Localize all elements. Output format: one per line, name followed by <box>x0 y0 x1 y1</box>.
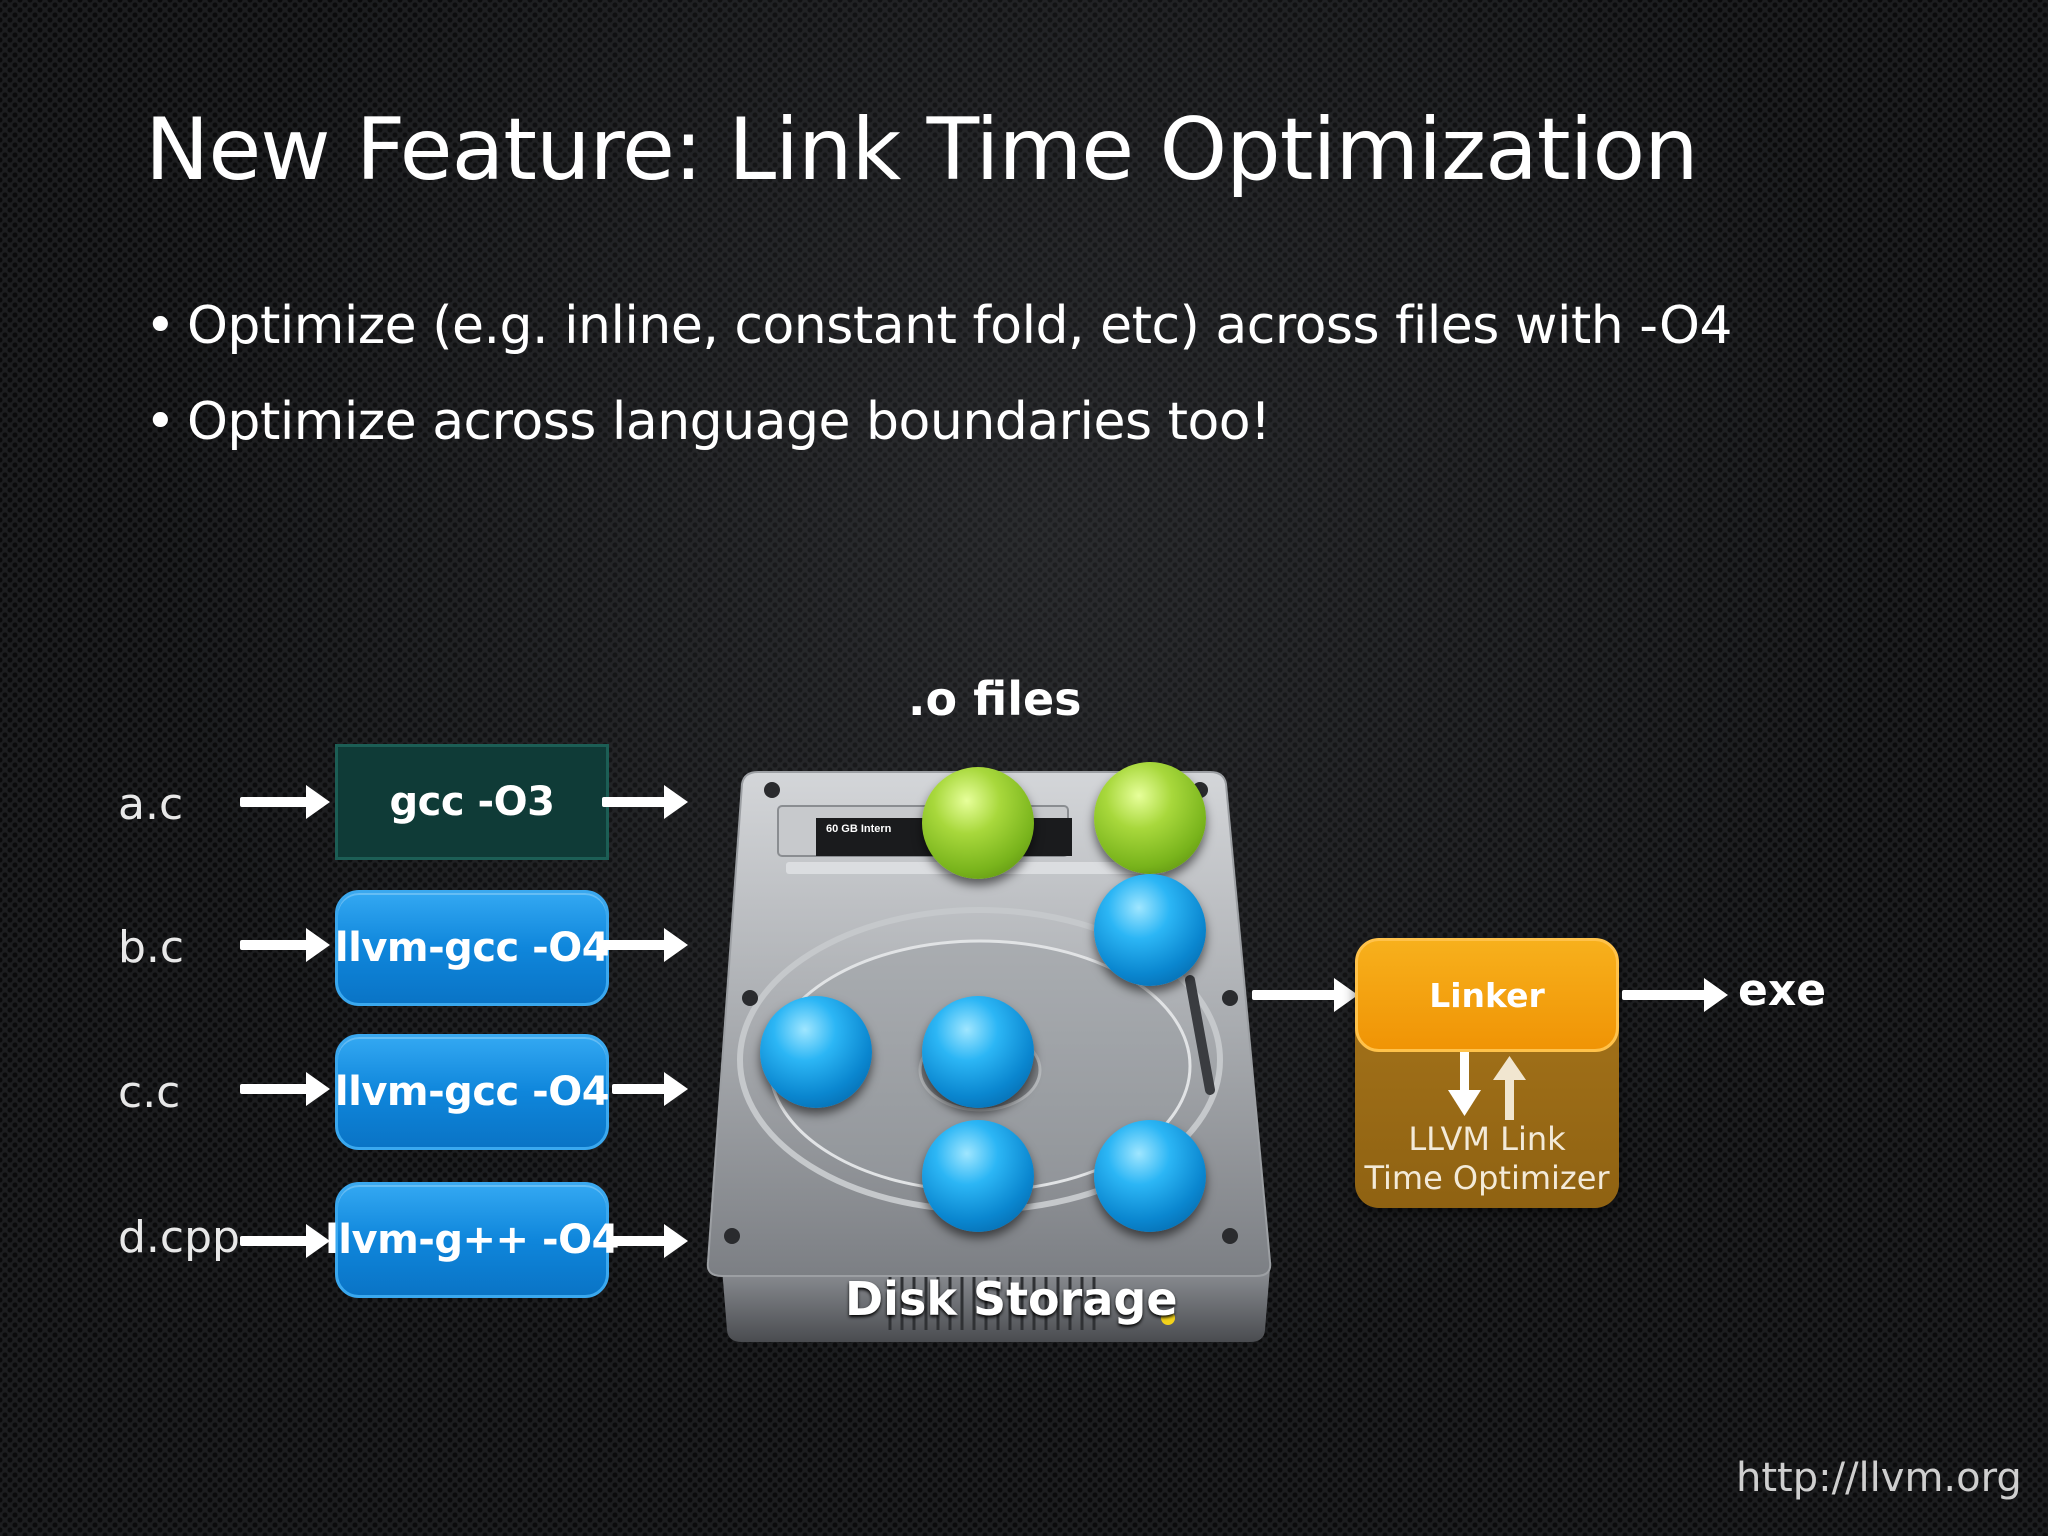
slide-title: New Feature: Link Time Optimization <box>145 100 1699 200</box>
ofile-llvm-sphere <box>1094 874 1206 986</box>
arrow-compiler-to-disk <box>612 1224 688 1258</box>
footer-url: http://llvm.org <box>1736 1455 2022 1501</box>
arrow-compiler-to-disk <box>602 928 688 962</box>
compiler-llvm-gpp-box: llvm-g++ -O4 <box>325 1182 619 1298</box>
bullet-text: Optimize across language boundaries too! <box>187 392 1271 452</box>
source-file-d: d.cpp <box>118 1212 240 1263</box>
lto-label-line1: LLVM Link <box>1408 1120 1566 1158</box>
disk-storage-label: Disk Storage <box>845 1272 1178 1326</box>
arrow-disk-to-linker <box>1252 978 1358 1012</box>
ofile-llvm-sphere <box>760 996 872 1108</box>
source-file-a: a.c <box>118 779 184 830</box>
bullet-dot: • <box>145 296 176 356</box>
bullet-item: •Optimize across language boundaries too… <box>145 374 1732 470</box>
source-file-c: c.c <box>118 1067 181 1118</box>
ofile-llvm-sphere <box>1094 1120 1206 1232</box>
bullet-list: •Optimize (e.g. inline, constant fold, e… <box>145 278 1733 470</box>
arrow-source-to-compiler <box>240 1224 330 1258</box>
compiler-llvm-gcc-box: llvm-gcc -O4 <box>335 1034 610 1150</box>
arrow-source-to-compiler <box>240 785 330 819</box>
arrow-compiler-to-disk <box>612 1072 688 1106</box>
bidirectional-arrows-icon <box>1448 1052 1526 1120</box>
source-file-b: b.c <box>118 922 185 973</box>
lto-label-line2: Time Optimizer <box>1364 1159 1610 1197</box>
output-exe-label: exe <box>1738 965 1827 1016</box>
disk-storage-drive: 60 GB Intern <box>690 762 1290 1350</box>
ofile-llvm-sphere <box>922 996 1034 1108</box>
ofile-gcc-sphere <box>922 767 1034 879</box>
bullet-text: Optimize (e.g. inline, constant fold, et… <box>187 296 1733 356</box>
linker-box: Linker <box>1355 938 1619 1052</box>
arrow-source-to-compiler <box>240 928 330 962</box>
ofile-llvm-sphere <box>922 1120 1034 1232</box>
bullet-dot: • <box>145 392 176 452</box>
arrow-compiler-to-disk <box>602 785 688 819</box>
arrow-linker-to-exe <box>1622 978 1728 1012</box>
ofiles-label: .o files <box>908 672 1082 726</box>
linker-label: Linker <box>1429 975 1545 1015</box>
arrow-source-to-compiler <box>240 1072 330 1106</box>
lto-label: LLVM Link Time Optimizer <box>1355 1120 1619 1198</box>
bullet-item: •Optimize (e.g. inline, constant fold, e… <box>145 278 1733 374</box>
compiler-gcc-box: gcc -O3 <box>335 744 609 860</box>
disk-sticker-text: 60 GB Intern <box>826 823 892 835</box>
ofile-gcc-sphere <box>1094 762 1206 874</box>
compiler-llvm-gcc-box: llvm-gcc -O4 <box>335 890 610 1006</box>
